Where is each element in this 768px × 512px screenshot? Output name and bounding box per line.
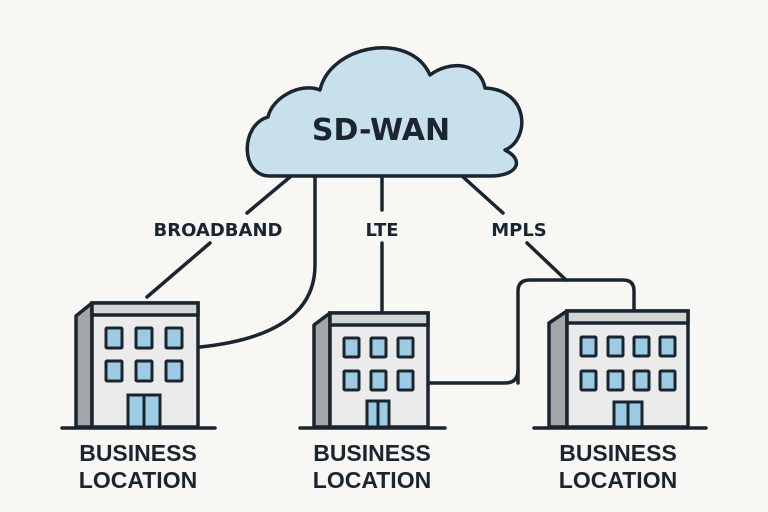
location-3-line2: LOCATION — [559, 467, 677, 493]
cloud-shape — [245, 46, 524, 178]
location-1-line1: BUSINESS — [79, 440, 197, 466]
mpls-bracket-line — [516, 278, 636, 385]
building-1-label: BUSINESS LOCATION — [79, 440, 197, 493]
building-2-label: BUSINESS LOCATION — [313, 440, 431, 493]
sd-wan-cloud: SD-WAN — [245, 46, 524, 178]
broadband-line-upper — [245, 175, 292, 215]
building-3-icon — [532, 309, 708, 430]
mpls-link-to-building-2 — [426, 368, 520, 385]
mpls-line-lower — [525, 241, 568, 282]
cloud-label: SD-WAN — [312, 113, 450, 148]
mpls-line-upper — [460, 174, 505, 215]
link-label-broadband: BROADBAND — [154, 220, 283, 241]
building-3-label: BUSINESS LOCATION — [559, 440, 677, 493]
location-3-line1: BUSINESS — [559, 440, 677, 466]
connections — [145, 174, 636, 385]
building-1-icon — [60, 301, 217, 430]
location-2-line2: LOCATION — [313, 467, 431, 493]
broadband-line-lower — [145, 241, 212, 299]
link-label-lte: LTE — [365, 220, 398, 241]
broadband-curve-line — [198, 174, 317, 349]
building-2-icon — [298, 311, 447, 430]
location-1-line2: LOCATION — [79, 467, 197, 493]
link-label-mpls: MPLS — [491, 220, 547, 241]
location-2-line1: BUSINESS — [313, 440, 431, 466]
